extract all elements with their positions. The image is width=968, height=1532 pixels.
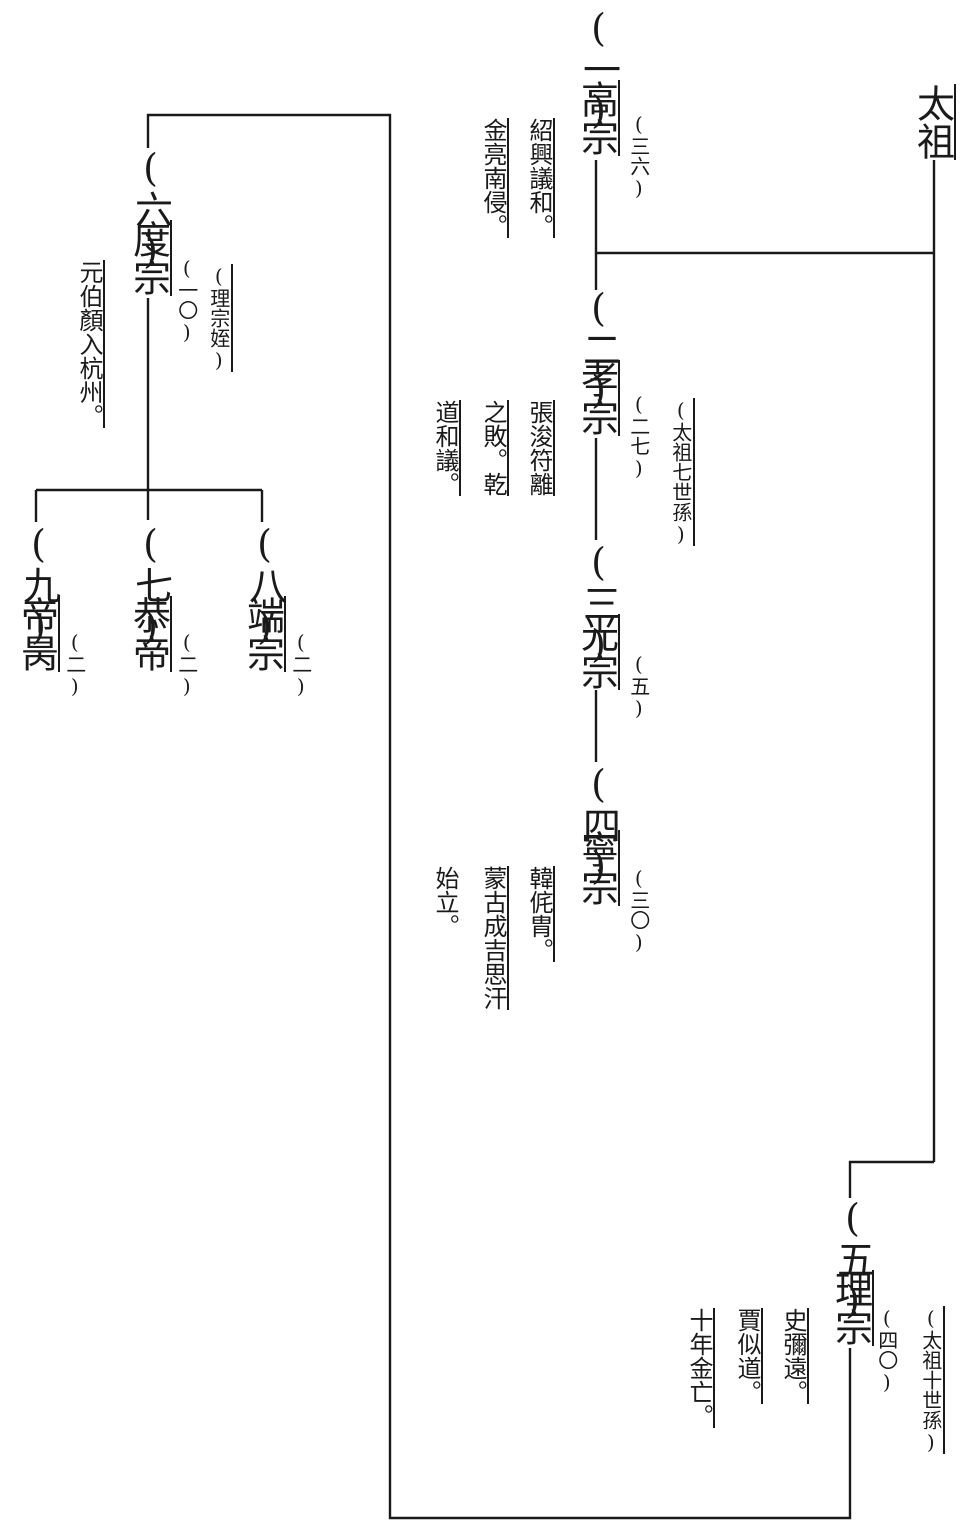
emperor-1-note-2: 金亮南侵。 (478, 118, 509, 238)
emperor-2-reign: (二七) (626, 392, 651, 480)
emperor-8-order: (八) (242, 522, 287, 648)
emperor-6-relation: (理宗姪) (206, 264, 233, 372)
emperor-6-reign: (一〇) (174, 256, 199, 344)
founder-name: 太祖 (910, 84, 956, 160)
emperor-7-reign: (二) (174, 630, 199, 698)
emperor-4-reign: (三〇) (626, 866, 651, 954)
emperor-3-reign: (五) (626, 652, 651, 720)
emperor-6-order: (六) (128, 146, 173, 272)
emperor-6-note-1: 元伯顏入杭州。 (74, 260, 105, 428)
emperor-3-order: (三) (576, 540, 621, 666)
emperor-8-reign: (二) (288, 630, 313, 698)
emperor-1-name: 高宗 (574, 80, 620, 156)
emperor-4-order: (四) (576, 762, 621, 888)
emperor-3-name: 光宗 (574, 614, 620, 690)
emperor-2-note-1: 張浚符離 (524, 400, 555, 496)
emperor-5-relation: (太祖十世孫) (918, 1306, 945, 1454)
emperor-5-reign: (四〇) (874, 1306, 899, 1394)
line-lizong-duzong (146, 113, 852, 1520)
emperor-2-note-3: 道和議。 (430, 400, 461, 496)
emperor-4-note-1: 韓侂胄。 (524, 866, 555, 962)
emperor-4-name: 寧宗 (574, 830, 620, 906)
emperor-5-note-2: 賈似道。 (732, 1308, 763, 1404)
emperor-9-name: 帝昺 (14, 596, 60, 672)
emperor-1-reign: (三六) (626, 112, 651, 200)
emperor-7-order: (七) (128, 522, 173, 648)
emperor-8-name: 端宗 (240, 596, 286, 672)
emperor-5-name: 理宗 (828, 1270, 874, 1346)
emperor-6-name: 度宗 (126, 220, 172, 296)
emperor-1-order: (一) (576, 6, 621, 132)
emperor-2-note-2: 之敗。乾 (478, 400, 509, 496)
emperor-1-note-1: 紹興議和。 (524, 118, 555, 238)
line-taizu-lizong (848, 1160, 934, 1198)
emperor-5-note-1: 史彌遠。 (778, 1308, 809, 1404)
emperor-9-reign: (二) (62, 630, 87, 698)
emperor-5-note-3: 十年金亡。 (684, 1308, 715, 1428)
emperor-4-note-3: 始立。 (430, 866, 459, 938)
emperor-5-order: (五) (830, 1196, 875, 1322)
emperor-2-relation: (太祖七世孫) (668, 398, 695, 546)
emperor-7-name: 恭帝 (126, 596, 172, 672)
emperor-4-note-2: 蒙古成吉思汗 (478, 866, 509, 1010)
emperor-2-name: 孝宗 (574, 360, 620, 436)
emperor-2-order: (二) (576, 286, 621, 412)
emperor-9-order: (九) (16, 522, 61, 648)
